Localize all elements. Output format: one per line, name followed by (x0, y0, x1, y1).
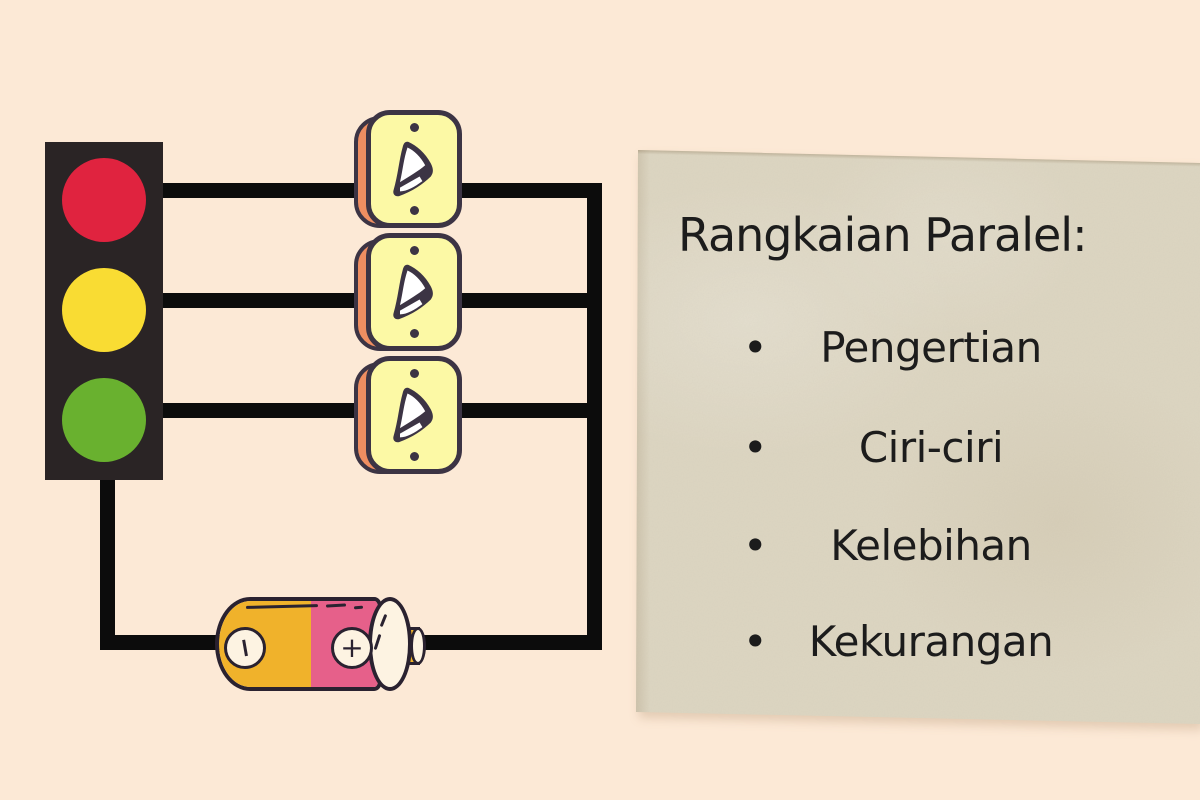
battery: − + (210, 594, 430, 698)
switch-screw-dot-bottom (409, 206, 419, 215)
note-paper-wrapper: Rangkaian Paralel: • Pengertian • Ciri-c… (636, 146, 1200, 724)
traffic-light (45, 142, 163, 480)
note-item-label: Kelebihan (830, 521, 1032, 570)
switch-plate (366, 233, 462, 351)
wire-right-bus (587, 183, 602, 650)
note-bullet-item: • Kelebihan (696, 520, 1166, 572)
note-item-label: Ciri-ciri (858, 423, 1004, 472)
note-bullet-item: • Ciri-ciri (696, 422, 1166, 474)
bullet-dot: • (742, 617, 768, 666)
switch-screw-dot-bottom (409, 452, 419, 461)
toggle-lever-icon (393, 387, 433, 443)
battery-terminal-knob-cap (410, 627, 426, 665)
bullet-dot: • (742, 521, 768, 570)
light-switch-2 (354, 233, 466, 353)
switch-screw-dot-top (409, 369, 419, 378)
switch-plate (366, 356, 462, 474)
toggle-lever-icon (393, 141, 433, 197)
light-switch-3 (354, 356, 466, 476)
light-switch-1 (354, 110, 466, 230)
note-title: Rangkaian Paralel: (678, 208, 1088, 262)
bullet-dot: • (742, 423, 768, 472)
note-item-label: Pengertian (820, 323, 1042, 372)
wire-left-return (100, 470, 115, 650)
traffic-light-red-lamp (62, 158, 146, 242)
toggle-lever-icon (393, 264, 433, 320)
switch-screw-dot-top (409, 123, 419, 132)
battery-highlight-line (353, 605, 364, 610)
battery-positive-symbol: + (340, 631, 364, 664)
battery-negative-symbol: − (228, 634, 262, 662)
note-bullet-item: • Pengertian (696, 322, 1166, 374)
note-item-label: Kekurangan (808, 617, 1054, 666)
switch-screw-dot-bottom (409, 329, 419, 338)
bullet-dot: • (742, 323, 768, 372)
switch-plate (366, 110, 462, 228)
note-bullet-item: • Kekurangan (696, 616, 1166, 668)
traffic-light-yellow-lamp (62, 268, 146, 352)
traffic-light-green-lamp (62, 378, 146, 462)
switch-screw-dot-top (409, 246, 419, 255)
battery-negative-terminal: − (224, 627, 266, 669)
battery-positive-terminal: + (331, 627, 373, 669)
note-paper: Rangkaian Paralel: • Pengertian • Ciri-c… (636, 150, 1200, 724)
paper-torn-edge (636, 150, 1200, 169)
